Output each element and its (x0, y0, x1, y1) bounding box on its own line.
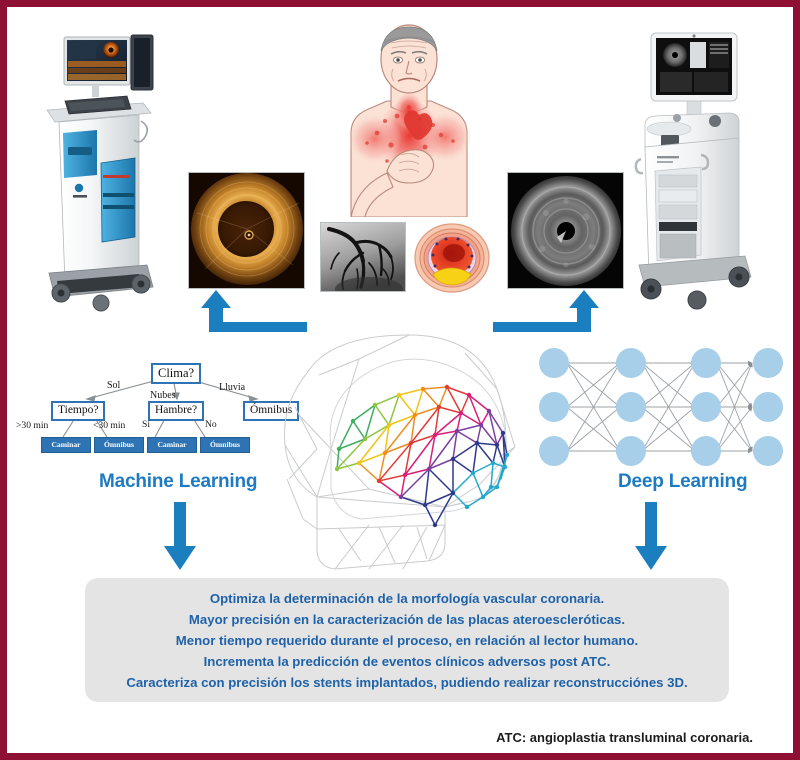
edge-label-nubes: Nubes (150, 390, 176, 401)
decision-leaf-omnibus-1[interactable]: Ómnibus (94, 437, 144, 453)
conclusion-line-3: Menor tiempo requerido durante el proces… (175, 632, 639, 648)
plaque-cross-section-diagram (413, 222, 491, 294)
ivus-imaging-console (629, 25, 781, 325)
conclusions-panel: Optimiza la determinación de la morfolog… (85, 578, 729, 702)
decision-node-omnibus[interactable]: Ómnibus (243, 401, 300, 421)
label-machine-learning: Machine Learning (99, 471, 258, 492)
decision-tree-diagram: Clima? Tiempo? Hambre? Ómnibus Caminar Ó… (15, 359, 305, 464)
edge-label-lt30: <30 min (93, 420, 126, 431)
edge-label-no: No (205, 419, 217, 430)
coronary-angiogram-image (320, 222, 406, 292)
edge-label-sol: Sol (107, 380, 121, 391)
deep-learning-network-diagram (537, 347, 787, 467)
arrow-to-ivus-image (493, 288, 615, 332)
edge-label-gt30: >30 min (16, 420, 49, 431)
arrow-machine-learning-to-conclusions (162, 502, 198, 570)
oct-console-drawing (46, 34, 154, 312)
ai-brain-mesh-graphic (269, 329, 549, 581)
chest-pain-patient-illustration (325, 21, 493, 218)
decision-leaf-caminar-1[interactable]: Caminar (41, 437, 91, 453)
patient-drawing (349, 24, 471, 218)
edge-label-lluvia: Lluvia (219, 382, 246, 393)
oct-imaging-console (35, 25, 185, 325)
edge-label-si: Sí (142, 419, 151, 430)
decision-node-tiempo[interactable]: Tiempo? (51, 401, 106, 421)
neural-net-drawing (539, 348, 783, 466)
footnote-abbreviation: ATC: angioplastia transluminal coronaria… (496, 730, 753, 745)
conclusion-line-2: Mayor precisión en la caracterización de… (188, 611, 626, 627)
ivus-console-drawing (634, 32, 752, 310)
label-deep-learning: Deep Learning (618, 471, 748, 492)
brain-mesh-drawing (283, 334, 516, 570)
decision-node-clima[interactable]: Clima? (151, 363, 202, 384)
decision-leaf-caminar-2[interactable]: Caminar (147, 437, 197, 453)
oct-cross-section-image (188, 172, 305, 289)
conclusion-line-4: Incrementa la predicción de eventos clín… (203, 653, 611, 669)
conclusion-line-5: Caracteriza con precisión los stents imp… (126, 674, 688, 690)
arrow-to-oct-image (185, 288, 307, 332)
decision-leaf-omnibus-2[interactable]: Ómnibus (200, 437, 250, 453)
decision-node-hambre[interactable]: Hambre? (148, 401, 205, 421)
conclusion-line-1: Optimiza la determinación de la morfolog… (209, 590, 605, 606)
arrow-deep-learning-to-conclusions (633, 502, 669, 570)
ivus-cross-section-image (507, 172, 624, 289)
